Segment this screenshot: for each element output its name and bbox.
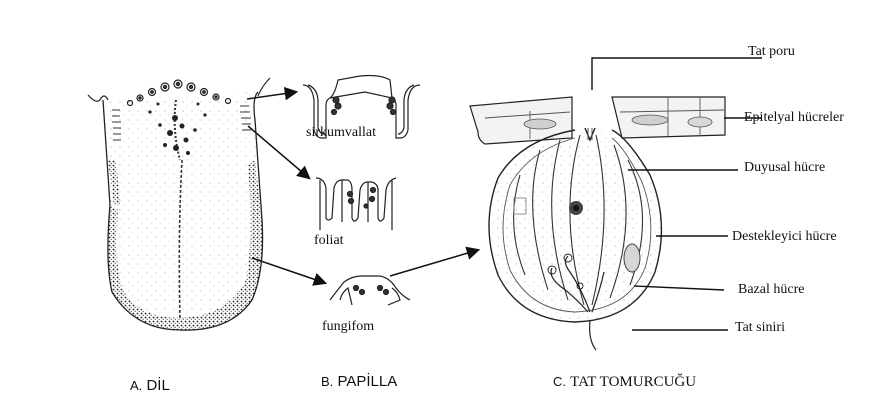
fungiform-papilla-drawing	[330, 276, 410, 305]
caption-panel-c-title: TAT TOMURCUĞU	[570, 374, 696, 390]
label-taste-pore: Tat poru	[748, 45, 795, 59]
caption-panel-b: B. PAPİLLA	[321, 374, 397, 389]
label-basal-cell: Bazal hücre	[738, 283, 804, 297]
caption-panel-a: A. DİL	[130, 378, 170, 393]
caption-panel-a-title: DİL	[146, 377, 169, 394]
connector-arrows	[247, 92, 478, 283]
label-sensory-cell: Duyusal hücre	[744, 161, 825, 175]
foliate-papilla-drawing	[316, 178, 396, 230]
label-epithelial-cells: Epitelyal hücreler	[744, 111, 844, 125]
taste-bud-drawing	[470, 97, 725, 350]
caption-panel-a-letter: A.	[130, 378, 142, 393]
caption-panel-b-title: PAPİLLA	[337, 373, 397, 390]
label-foliate: foliat	[314, 234, 344, 248]
label-circumvallate: sirkumvallat	[306, 126, 376, 140]
label-fungiform: fungifom	[322, 320, 374, 334]
tongue-drawing	[88, 78, 270, 330]
caption-panel-b-letter: B.	[321, 374, 333, 389]
caption-panel-c: C. TAT TOMURCUĞU	[553, 374, 696, 390]
label-supporting-cell: Destekleyici hücre	[732, 230, 837, 244]
label-taste-nerve: Tat siniri	[735, 321, 785, 335]
caption-panel-c-letter: C.	[553, 374, 566, 389]
